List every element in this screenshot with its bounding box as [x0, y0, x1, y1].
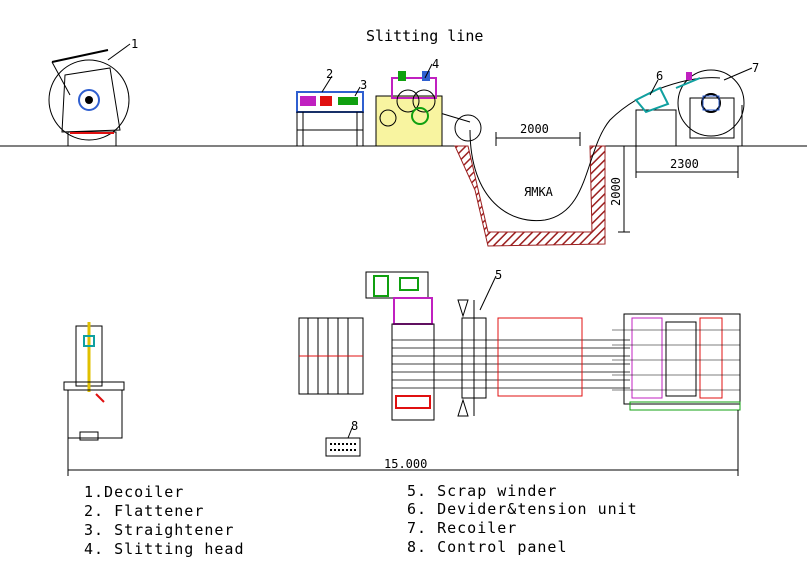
pit: ЯМКА	[454, 145, 606, 247]
recoiler-width-label: 2300	[670, 157, 699, 171]
callout-7: 7	[752, 61, 759, 75]
callout-4: 4	[432, 57, 439, 71]
pit-width-label: 2000	[520, 122, 549, 136]
callout-1: 1	[131, 37, 138, 51]
recoiler-side: 6 7	[634, 61, 759, 147]
dimension-pit-depth: 2000	[609, 145, 630, 233]
flattener-straightener-side: 2 3	[296, 67, 367, 147]
slitting-head-side: 4	[375, 57, 443, 147]
pit-depth-label: 2000	[609, 177, 623, 206]
legend-item-5: 5. Scrap winder	[407, 482, 557, 500]
legend-item-4: 4. Slitting head	[84, 540, 245, 558]
dimension-recoiler-width: 2300	[635, 146, 739, 178]
scrap-winder-plan: 5	[457, 268, 502, 417]
legend-item-1: 1.Decoiler	[84, 483, 184, 501]
decoiler-side: 1	[48, 37, 138, 147]
plan-view: 5 8 15.000	[63, 268, 741, 476]
callout-3: 3	[360, 78, 367, 92]
control-panel-plan: 8	[325, 419, 361, 457]
pit-plan	[497, 317, 583, 397]
callout-8: 8	[351, 419, 358, 433]
side-elevation: ЯМКА 1 2	[0, 37, 807, 247]
legend-item-8: 8. Control panel	[407, 538, 568, 556]
drawing-title: Slitting line	[366, 27, 483, 45]
callout-2: 2	[326, 67, 333, 81]
loop-guide-roll	[454, 114, 482, 142]
decoiler-plan	[63, 322, 125, 441]
legend: 1.Decoiler 2. Flattener 3. Straightener …	[84, 482, 638, 558]
strip-loop	[469, 77, 721, 222]
pit-label: ЯМКА	[524, 185, 554, 199]
dimension-total-length: 15.000	[67, 410, 739, 476]
slitting-head-plan	[365, 271, 435, 421]
total-length-label: 15.000	[384, 457, 427, 471]
dimension-pit-width: 2000	[495, 122, 581, 146]
legend-item-7: 7. Recoiler	[407, 519, 517, 537]
strip-lines-plan	[392, 339, 630, 389]
legend-item-2: 2. Flattener	[84, 502, 204, 520]
flattener-plan	[298, 317, 364, 395]
recoiler-plan	[612, 313, 741, 411]
callout-5: 5	[495, 268, 502, 282]
callout-6: 6	[656, 69, 663, 83]
legend-item-6: 6. Devider&tension unit	[407, 500, 638, 518]
legend-item-3: 3. Straightener	[84, 521, 234, 539]
